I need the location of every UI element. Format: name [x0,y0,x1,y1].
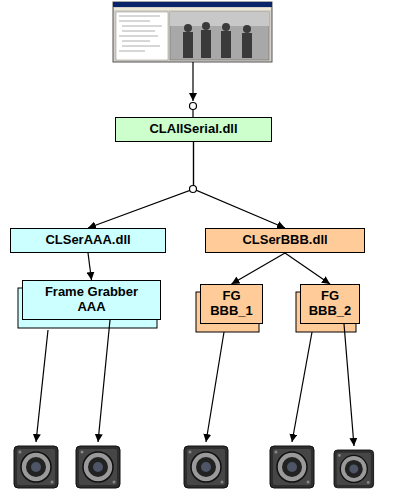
camera-icons [14,446,374,488]
interface-lollipop [190,103,197,110]
dll-box: CLAllSerial.dll [115,117,272,142]
frame-grabber-box: Frame Grabber AAA [22,280,161,320]
frame-grabber-box: FG BBB_2 [300,284,360,324]
interface-stub [192,110,193,117]
connector-arrow [88,142,194,228]
connector-arrow [285,253,330,284]
connector-arrow [194,142,286,228]
application-screenshot [113,2,272,62]
connector-arrow [232,253,286,284]
node-label: FG BBB_2 [305,289,355,319]
node-label: CLAllSerial.dll [149,122,237,137]
frame-grabber-box: FG BBB_1 [200,284,263,324]
dll-box: CLSerAAA.dll [10,228,166,253]
node-label: CLSerBBB.dll [242,233,327,248]
camera-wires [36,320,354,446]
node-label: CLSerAAA.dll [45,233,130,248]
dll-box: CLSerBBB.dll [205,228,365,253]
interface-arrow [192,62,193,101]
interface-lollipop [190,186,197,193]
connector-arrow [88,253,92,280]
node-label: FG BBB_1 [205,289,258,319]
node-label: Frame Grabber AAA [36,285,148,315]
